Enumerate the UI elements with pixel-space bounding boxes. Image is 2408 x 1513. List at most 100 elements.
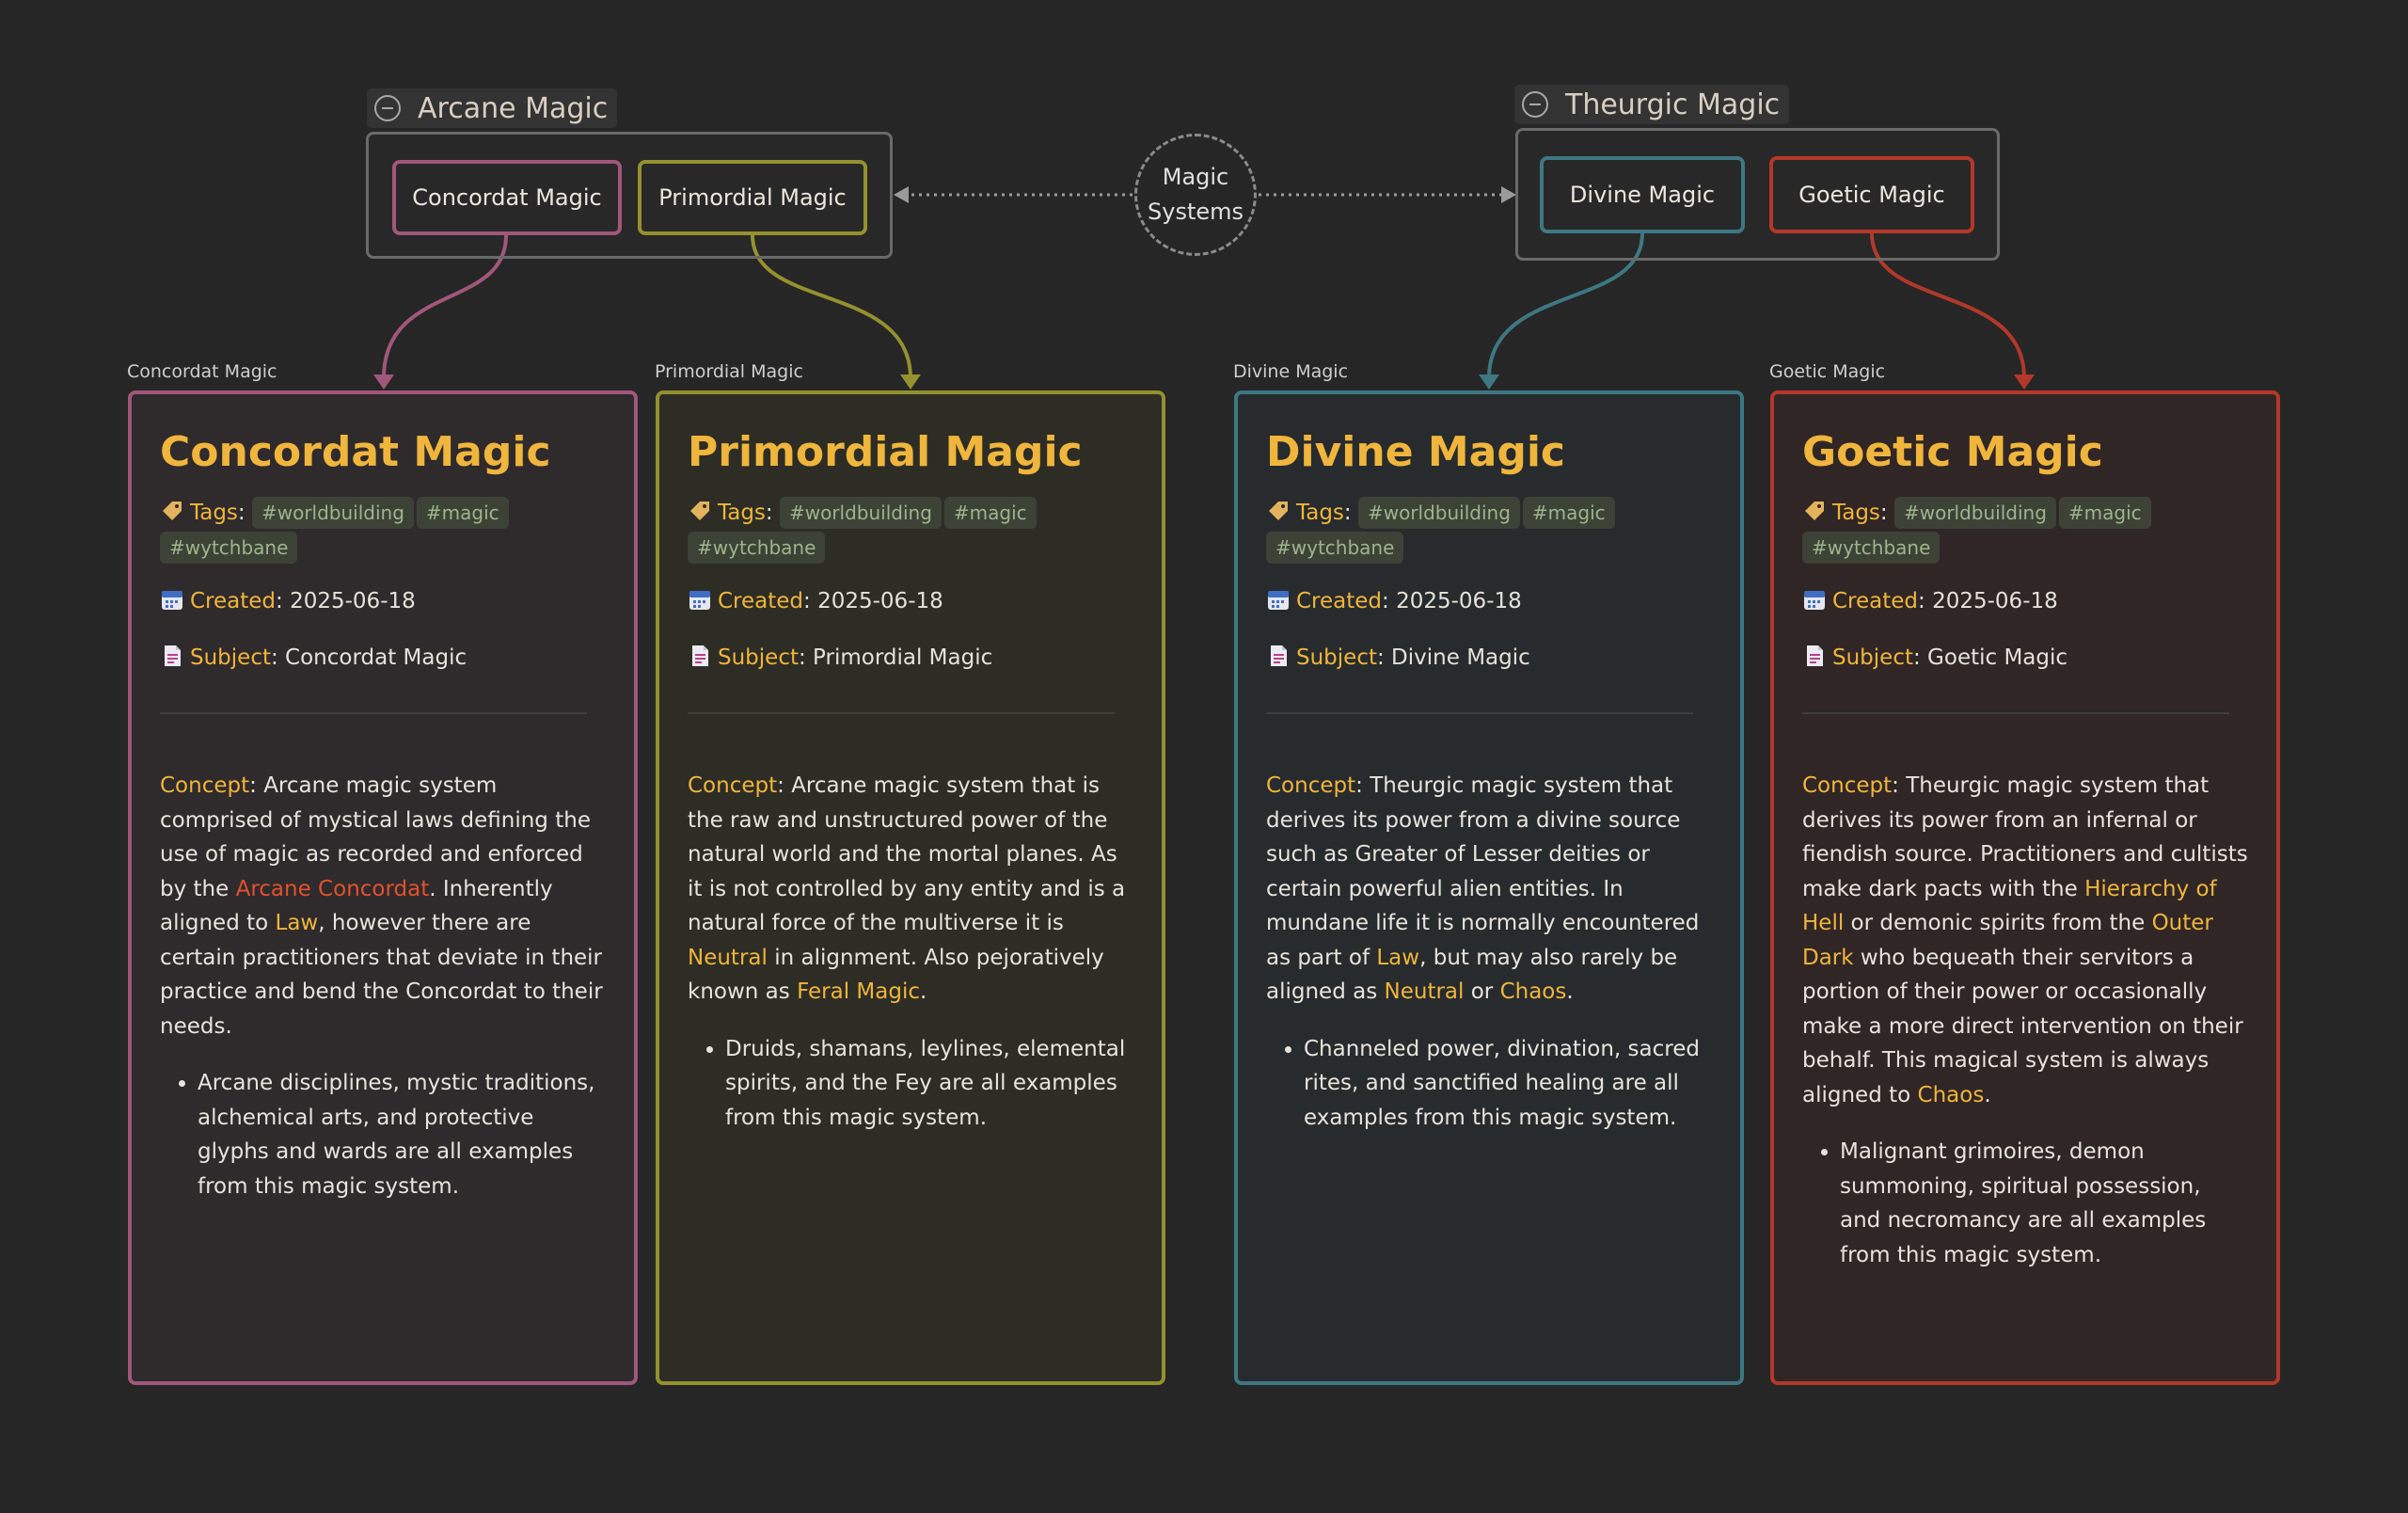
calendar-icon xyxy=(1804,591,1825,610)
list-item: Arcane disciplines, mystic traditions, a… xyxy=(198,1066,606,1203)
concept-text: , but may also rarely be aligned as xyxy=(1266,945,1678,1005)
concept-paragraph: Concept: Arcane magic system that is the… xyxy=(688,773,1126,1005)
meta-key-created: Created xyxy=(190,589,277,613)
concept-paragraph: Concept: Theurgic magic system that deri… xyxy=(1266,773,1700,1005)
card-caption-concordat: Concordat Magic xyxy=(127,361,277,382)
group-label-theurgic[interactable]: Theurgic Magic xyxy=(1514,85,1790,124)
node-primordial[interactable]: Primordial Magic xyxy=(638,160,867,235)
tag-chip[interactable]: #magic xyxy=(416,497,509,529)
meta-key-subject: Subject xyxy=(718,645,799,670)
link-outer-dark[interactable]: Outer Dark xyxy=(1802,911,2213,970)
link-arcane-concordat[interactable]: Arcane Concordat xyxy=(235,876,430,901)
concept-text: who bequeath their servitors a portion o… xyxy=(1802,945,2243,1107)
created-value: 2025-06-18 xyxy=(817,589,943,613)
arrowhead-primordial xyxy=(900,374,921,390)
tag-icon xyxy=(163,502,182,520)
concept-text: Arcane magic system that is the raw and … xyxy=(688,773,1126,935)
arrowhead-hub-arcane xyxy=(894,186,909,203)
card-title: Concordat Magic xyxy=(160,428,551,476)
tag-chip[interactable]: #worldbuilding xyxy=(1893,497,2056,529)
group-frame-arcane[interactable] xyxy=(366,132,893,259)
created-row: Created: 2025-06-18 xyxy=(1266,584,1712,618)
meta-key-tags: Tags xyxy=(1832,501,1880,525)
meta-key-subject: Subject xyxy=(190,645,271,670)
divider xyxy=(688,712,1115,714)
concept-key: Concept xyxy=(688,773,778,798)
card-goetic[interactable]: Goetic Magic Tags: #worldbuilding#magic#… xyxy=(1770,390,2280,1385)
node-concordat[interactable]: Concordat Magic xyxy=(392,160,622,235)
examples-list: Druids, shamans, leylines, elemental spi… xyxy=(688,1032,1133,1136)
concept-text: in alignment. Also pejoratively known as xyxy=(688,945,1104,1005)
card-concordat[interactable]: Concordat Magic Tags: #worldbuilding#mag… xyxy=(128,390,638,1385)
link-chaos[interactable]: Chaos xyxy=(1499,979,1567,1004)
card-title: Primordial Magic xyxy=(688,428,1083,476)
collapse-icon[interactable] xyxy=(1522,91,1548,118)
arrowhead-goetic xyxy=(2014,374,2035,390)
card-title: Goetic Magic xyxy=(1802,428,2103,476)
subject-row: Subject: Primordial Magic xyxy=(688,641,1133,675)
subject-value: Goetic Magic xyxy=(1927,645,2068,670)
created-value: 2025-06-18 xyxy=(1396,589,1522,613)
tag-chip[interactable]: #wytchbane xyxy=(1802,532,1941,564)
hub-line-2: Systems xyxy=(1148,199,1244,225)
document-icon xyxy=(692,645,708,666)
link-feral-magic[interactable]: Feral Magic xyxy=(797,979,921,1004)
meta-key-created: Created xyxy=(1296,589,1383,613)
concept-text: . Inherently aligned to xyxy=(160,876,553,936)
subject-value: Primordial Magic xyxy=(813,645,993,670)
concept-text: Arcane magic system comprised of mystica… xyxy=(160,773,591,901)
tag-chip[interactable]: #wytchbane xyxy=(160,532,298,564)
document-icon xyxy=(1807,645,1823,666)
divider xyxy=(160,712,587,714)
concept-key: Concept xyxy=(1266,773,1356,798)
card-primordial[interactable]: Primordial Magic Tags: #worldbuilding#ma… xyxy=(656,390,1165,1385)
concept-paragraph: Concept: Arcane magic system comprised o… xyxy=(160,773,603,1039)
card-caption-divine: Divine Magic xyxy=(1233,361,1349,382)
card-caption-primordial: Primordial Magic xyxy=(655,361,803,382)
subject-row: Subject: Divine Magic xyxy=(1266,641,1712,675)
document-icon xyxy=(165,645,181,666)
document-icon xyxy=(1271,645,1287,666)
tag-chip[interactable]: #magic xyxy=(1522,497,1615,529)
calendar-icon xyxy=(689,591,710,610)
tag-icon xyxy=(1269,502,1288,520)
tag-chip[interactable]: #wytchbane xyxy=(1266,532,1404,564)
hub-line-1: Magic xyxy=(1162,164,1229,190)
meta-key-created: Created xyxy=(1832,589,1919,613)
collapse-icon[interactable] xyxy=(374,95,401,121)
hub-node-magic-systems[interactable]: Magic Systems xyxy=(1134,134,1257,256)
tag-chip[interactable]: #worldbuilding xyxy=(779,497,942,529)
node-divine[interactable]: Divine Magic xyxy=(1540,156,1745,233)
tag-chip[interactable]: #worldbuilding xyxy=(1357,497,1520,529)
tag-chip[interactable]: #worldbuilding xyxy=(251,497,414,529)
card-divine[interactable]: Divine Magic Tags: #worldbuilding#magic#… xyxy=(1234,390,1744,1385)
concept-text: . xyxy=(920,979,927,1004)
group-label-arcane[interactable]: Arcane Magic xyxy=(367,88,618,128)
tag-chip[interactable]: #magic xyxy=(943,497,1037,529)
list-item: Malignant grimoires, demon summoning, sp… xyxy=(1840,1135,2248,1272)
concept-key: Concept xyxy=(160,773,250,798)
group-frame-theurgic[interactable] xyxy=(1515,128,2000,261)
tag-chip[interactable]: #wytchbane xyxy=(688,532,826,564)
link-law[interactable]: Law xyxy=(1376,945,1420,970)
examples-list: Malignant grimoires, demon summoning, sp… xyxy=(1802,1135,2248,1272)
tags-row: Tags: #worldbuilding#magic#wytchbane xyxy=(160,496,606,565)
arrowhead-concordat xyxy=(373,374,394,390)
tags-row: Tags: #worldbuilding#magic#wytchbane xyxy=(688,496,1133,565)
link-neutral[interactable]: Neutral xyxy=(688,945,768,970)
examples-list: Arcane disciplines, mystic traditions, a… xyxy=(160,1066,606,1203)
created-value: 2025-06-18 xyxy=(290,589,416,613)
link-hierarchy-of-hell[interactable]: Hierarchy of Hell xyxy=(1802,876,2217,936)
meta-key-created: Created xyxy=(718,589,804,613)
tag-chip[interactable]: #magic xyxy=(2058,497,2151,529)
subject-row: Subject: Goetic Magic xyxy=(1802,641,2248,675)
created-row: Created: 2025-06-18 xyxy=(160,584,606,618)
concept-text: Theurgic magic system that derives its p… xyxy=(1266,773,1700,970)
link-chaos[interactable]: Chaos xyxy=(1917,1082,1985,1107)
concept-text: . xyxy=(1984,1082,1991,1107)
link-law[interactable]: Law xyxy=(275,911,319,935)
concept-text: , however there are certain practitioner… xyxy=(160,911,603,1039)
node-goetic[interactable]: Goetic Magic xyxy=(1769,156,1974,233)
link-neutral[interactable]: Neutral xyxy=(1384,979,1465,1004)
concept-text: Theurgic magic system that derives its p… xyxy=(1802,773,2248,901)
